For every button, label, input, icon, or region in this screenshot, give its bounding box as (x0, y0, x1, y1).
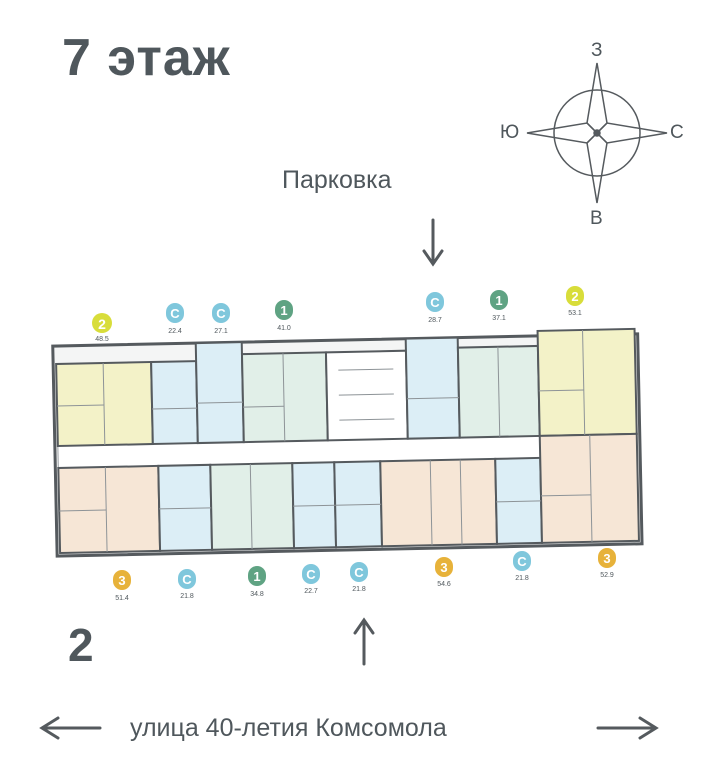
svg-text:21.8: 21.8 (352, 586, 366, 593)
svg-text:53.1: 53.1 (568, 310, 582, 317)
svg-text:С: С (517, 554, 527, 569)
svg-text:С: С (182, 572, 192, 587)
apartment-badge-top-3[interactable]: С 27.1 (212, 303, 230, 335)
svg-text:С: С (170, 306, 180, 321)
svg-text:54.6: 54.6 (437, 581, 451, 588)
apartment-badge-bottom-3[interactable]: 1 34.8 (248, 566, 266, 598)
svg-text:48.5: 48.5 (95, 336, 109, 343)
svg-text:41.0: 41.0 (277, 325, 291, 332)
svg-text:С: С (430, 295, 440, 310)
apartment-top-2[interactable] (150, 360, 199, 446)
apartment-top-3[interactable] (194, 341, 245, 445)
apartment-bottom-6[interactable] (379, 457, 499, 548)
parking-arrow-icon (422, 218, 444, 267)
apartment-top-5[interactable] (404, 336, 461, 440)
svg-text:28.7: 28.7 (428, 317, 442, 324)
svg-text:2: 2 (98, 316, 106, 332)
apartment-top-7[interactable] (536, 327, 638, 437)
apartment-badge-bottom-6[interactable]: 3 54.6 (435, 557, 453, 588)
svg-text:3: 3 (118, 573, 125, 588)
top-badges: 2 48.5 С 22.4 С 27.1 1 41.0 С 28.7 1 37.… (92, 286, 584, 343)
svg-text:2: 2 (571, 289, 578, 304)
street-label: улица 40-летия Комсомола (130, 714, 447, 742)
svg-text:С: С (216, 306, 226, 321)
apartment-badge-top-5[interactable]: С 28.7 (426, 292, 444, 324)
svg-text:51.4: 51.4 (115, 595, 129, 602)
apartment-badge-bottom-4[interactable]: С 22.7 (302, 564, 320, 595)
apartment-bottom-1[interactable] (57, 464, 162, 555)
compass-label-north: З (591, 40, 603, 61)
apartment-badge-bottom-1[interactable]: 3 51.4 (113, 570, 131, 602)
bottom-badges: 3 51.4 С 21.8 1 34.8 С 22.7 С 21.8 3 54.… (113, 548, 616, 602)
svg-text:21.8: 21.8 (515, 575, 529, 582)
apartment-badge-top-4[interactable]: 1 41.0 (275, 300, 293, 332)
street-arrow-left-icon (39, 716, 102, 740)
svg-text:1: 1 (253, 569, 260, 584)
svg-text:37.1: 37.1 (492, 315, 506, 322)
apartment-bottom-8[interactable] (538, 432, 640, 544)
apartment-badge-bottom-8[interactable]: 3 52.9 (598, 548, 616, 579)
compass-label-south: В (590, 208, 603, 229)
apartment-badge-top-7[interactable]: 2 53.1 (566, 286, 584, 317)
apartment-badge-top-6[interactable]: 1 37.1 (490, 290, 508, 322)
svg-text:1: 1 (495, 293, 502, 308)
svg-text:3: 3 (440, 560, 447, 575)
stairwell (324, 349, 409, 442)
apartment-badge-bottom-5[interactable]: С 21.8 (350, 562, 368, 593)
svg-text:52.9: 52.9 (600, 572, 614, 579)
apartment-badge-bottom-2[interactable]: С 21.8 (178, 569, 196, 600)
apartment-badge-bottom-7[interactable]: С 21.8 (513, 551, 531, 582)
street-arrow-right-icon (596, 716, 659, 740)
svg-text:С: С (306, 567, 316, 582)
compass-rose-icon (526, 62, 668, 204)
parking-label: Парковка (282, 166, 392, 194)
compass-label-west: Ю (500, 122, 520, 143)
svg-text:22.7: 22.7 (304, 588, 318, 595)
section-number: 2 (68, 619, 94, 671)
entrance-arrow-icon (353, 617, 375, 666)
svg-text:34.8: 34.8 (250, 591, 264, 598)
svg-text:1: 1 (280, 303, 287, 318)
apartment-badge-top-1[interactable]: 2 48.5 (92, 313, 112, 343)
svg-text:21.8: 21.8 (180, 593, 194, 600)
floor-title: 7 этаж (62, 29, 231, 87)
building-plan (51, 327, 644, 558)
apartment-badge-top-2[interactable]: С 22.4 (166, 303, 184, 335)
svg-text:3: 3 (603, 551, 610, 566)
svg-text:27.1: 27.1 (214, 328, 228, 335)
svg-text:С: С (354, 565, 364, 580)
svg-text:22.4: 22.4 (168, 328, 182, 335)
interior-walls (57, 329, 593, 553)
compass-label-east: С (670, 122, 684, 143)
